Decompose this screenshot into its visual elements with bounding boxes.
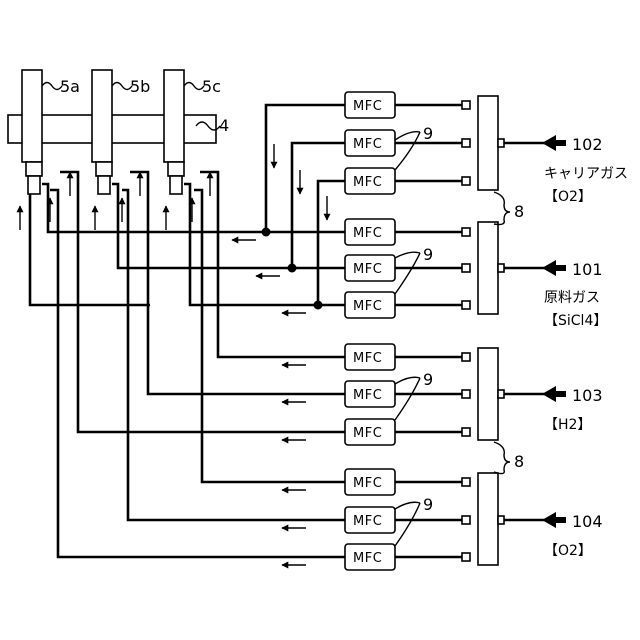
mfc-box: MFC [345,344,395,370]
svg-text:MFC: MFC [353,226,382,241]
svg-text:102: 102 [572,135,603,154]
burner-5b-label: 5b [130,77,150,96]
label-9-upper: 9 [395,124,433,170]
svg-text:【O2】: 【O2】 [544,543,592,559]
manifold-103 [478,348,498,440]
mfc-box: MFC [345,219,395,245]
svg-text:104: 104 [572,512,603,531]
mfc-column: MFC MFC MFC MFC MFC MFC MFC MFC MFC MFC … [345,92,395,570]
flow-arrows [20,144,327,565]
svg-text:【H2】: 【H2】 [544,417,591,433]
svg-text:MFC: MFC [353,262,382,277]
mfc-box: MFC [345,292,395,318]
burner-5c-label: 5c [202,77,221,96]
mfc-box: MFC [345,381,395,407]
svg-text:MFC: MFC [353,551,382,566]
mfc-box: MFC [345,130,395,156]
mfc-box: MFC [345,255,395,281]
mfc-box: MFC [345,168,395,194]
pipe-network [30,105,345,557]
svg-text:MFC: MFC [353,426,382,441]
manifold-104 [478,473,498,565]
svg-text:9: 9 [423,495,433,514]
svg-text:MFC: MFC [353,137,382,152]
mfc-manifold-pipes [395,101,470,561]
manifold-102 [478,96,498,190]
svg-text:原料ガス: 原料ガス [544,290,600,306]
svg-text:9: 9 [423,124,433,143]
svg-text:9: 9 [423,245,433,264]
header-label: 4 [219,116,229,135]
svg-text:【O2】: 【O2】 [544,189,592,205]
svg-text:103: 103 [572,386,603,405]
label-8-lower: 8 [494,442,524,474]
burner-5a-label: 5a [60,77,80,96]
mfc-box: MFC [345,507,395,533]
svg-text:MFC: MFC [353,388,382,403]
mfc-box: MFC [345,419,395,445]
svg-text:101: 101 [572,260,603,279]
mfc-box: MFC [345,469,395,495]
manifold-101 [478,222,498,314]
label-9-mid: 9 [395,245,433,294]
mfc-box: MFC [345,92,395,118]
svg-text:8: 8 [514,452,524,471]
svg-text:8: 8 [514,202,524,221]
mfc-box: MFC [345,544,395,570]
svg-text:MFC: MFC [353,351,382,366]
svg-text:9: 9 [423,370,433,389]
manifolds [478,96,548,565]
label-8-upper: 8 [494,192,524,225]
svg-text:キャリアガス: キャリアガス [544,166,628,182]
svg-text:MFC: MFC [353,514,382,529]
svg-text:MFC: MFC [353,299,382,314]
svg-text:MFC: MFC [353,175,382,190]
svg-text:MFC: MFC [353,476,382,491]
svg-text:【SiCl4】: 【SiCl4】 [544,313,607,329]
svg-text:MFC: MFC [353,99,382,114]
